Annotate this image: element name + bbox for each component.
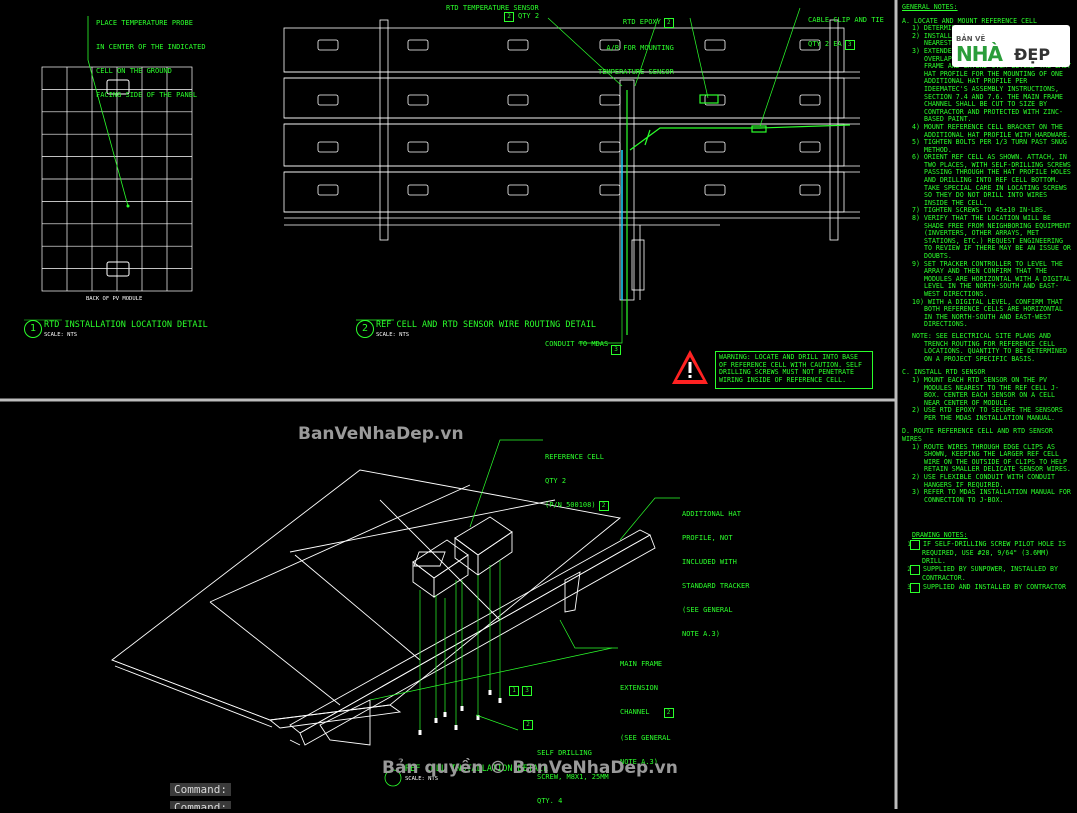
detail-2-title: REF CELL AND RTD SENSOR WIRE ROUTING DET… (376, 320, 597, 330)
note-a-item: 5) TIGHTEN BOLTS PER 1/3 TURN PAST SNUG … (912, 138, 1067, 154)
wire-routing (626, 90, 851, 335)
screw-label: SELF DRILLING SCREW, M8x1, 25mm QTY. 4 (537, 749, 609, 805)
watermark: BanVeNhaDep.vn (298, 424, 464, 444)
note-c-item: 2) USE RTD EPOXY TO SECURE THE SENSORS P… (912, 406, 1063, 422)
detail-3-scale: SCALE: NTS (405, 776, 439, 782)
warning-box: WARNING: LOCATE AND DRILL INTO BASE OF R… (715, 351, 873, 389)
probe-note: PLACE TEMPERATURE PROBE IN CENTER OF THE… (96, 19, 206, 99)
note-a-item: 4) MOUNT REFERENCE CELL BRACKET ON THE A… (912, 122, 1071, 139)
note-d-item: 1) ROUTE WIRES THROUGH EDGE CLIPS AS SHO… (912, 442, 1071, 474)
conduit-label: CONDUIT TO MDAS (545, 340, 609, 348)
note-d-item: 3) REFER TO MDAS INSTALLATION MANUAL FOR… (912, 488, 1071, 504)
section-c: C. INSTALL RTD SENSOR (902, 368, 986, 377)
general-notes-heading: GENERAL NOTES: (902, 3, 958, 11)
note-d-item: 2) USE FLEXIBLE CONDUIT WITH CONDUIT HAN… (912, 473, 1055, 489)
site-logo: BẢN VẼ NHÀ ĐẸP (952, 25, 1070, 67)
tracker-array (283, 19, 860, 301)
drawing-notes-heading: DRAWING NOTES: (912, 531, 968, 540)
command-line[interactable]: Command: (170, 783, 231, 796)
junction-box-bottom (106, 261, 130, 277)
copyright-watermark: Bản quyền © BanVeNhaDep.vn (382, 758, 678, 778)
pv-module-grid (41, 66, 193, 292)
screw-ref: 2 (523, 720, 533, 730)
command-line-2[interactable]: Command: (170, 801, 231, 809)
detail-2-number: 2 (356, 320, 374, 338)
note-a-item: 6) ORIENT REF CELL AS SHOWN. ATTACH, IN … (912, 153, 1071, 207)
detail-1-scale: SCALE: NTS (44, 332, 78, 338)
hat-profile-label: ADDITIONAL HAT PROFILE, NOT INCLUDED WIT… (682, 510, 750, 638)
junction-box-top (106, 79, 130, 95)
detail-3-title: REF CELL INSTALLATION DETAIL (405, 764, 549, 774)
isometric-array (111, 469, 656, 746)
detail-2-scale: SCALE: NTS (376, 332, 410, 338)
general-notes: GENERAL NOTES: A. LOCATE AND MOUNT REFER… (902, 3, 1074, 593)
rtd-sensor-label: RTD TEMPERATURE SENSOR (446, 4, 539, 12)
probe-leader (87, 16, 129, 207)
note-a-item: 10) WITH A DIGITAL LEVEL, CONFIRM THAT B… (912, 297, 1063, 329)
conduit-ref: 3 (608, 345, 621, 355)
detail-1-title: RTD INSTALLATION LOCATION DETAIL (44, 320, 208, 330)
note-c-item: 1) MOUNT EACH RTD SENSOR ON THE PV MODUL… (912, 375, 1059, 407)
ref-cell-label: REFERENCE CELL QTY 2 (P/N 500108)2 (545, 437, 609, 519)
section-d: D. ROUTE REFERENCE CELL AND RTD SENSOR W… (902, 427, 1053, 444)
warning-triangle-icon (672, 350, 708, 384)
note-a-item: 7) TIGHTEN SCREWS TO 45±10 IN-LBS. (912, 206, 1047, 215)
section-a: A. LOCATE AND MOUNT REFERENCE CELL (902, 16, 1037, 25)
detail-1-number: 1 (24, 320, 42, 338)
note-a-item: 9) SET TRACKER CONTROLLER TO LEVEL THE A… (912, 259, 1071, 298)
note-a-item: 8) VERIFY THAT THE LOCATION WILL BE SHAD… (912, 214, 1071, 260)
module-label: BACK OF PV MODULE (86, 296, 143, 302)
note-a: NOTE: SEE ELECTRICAL SITE PLANS AND TREN… (912, 331, 1067, 363)
